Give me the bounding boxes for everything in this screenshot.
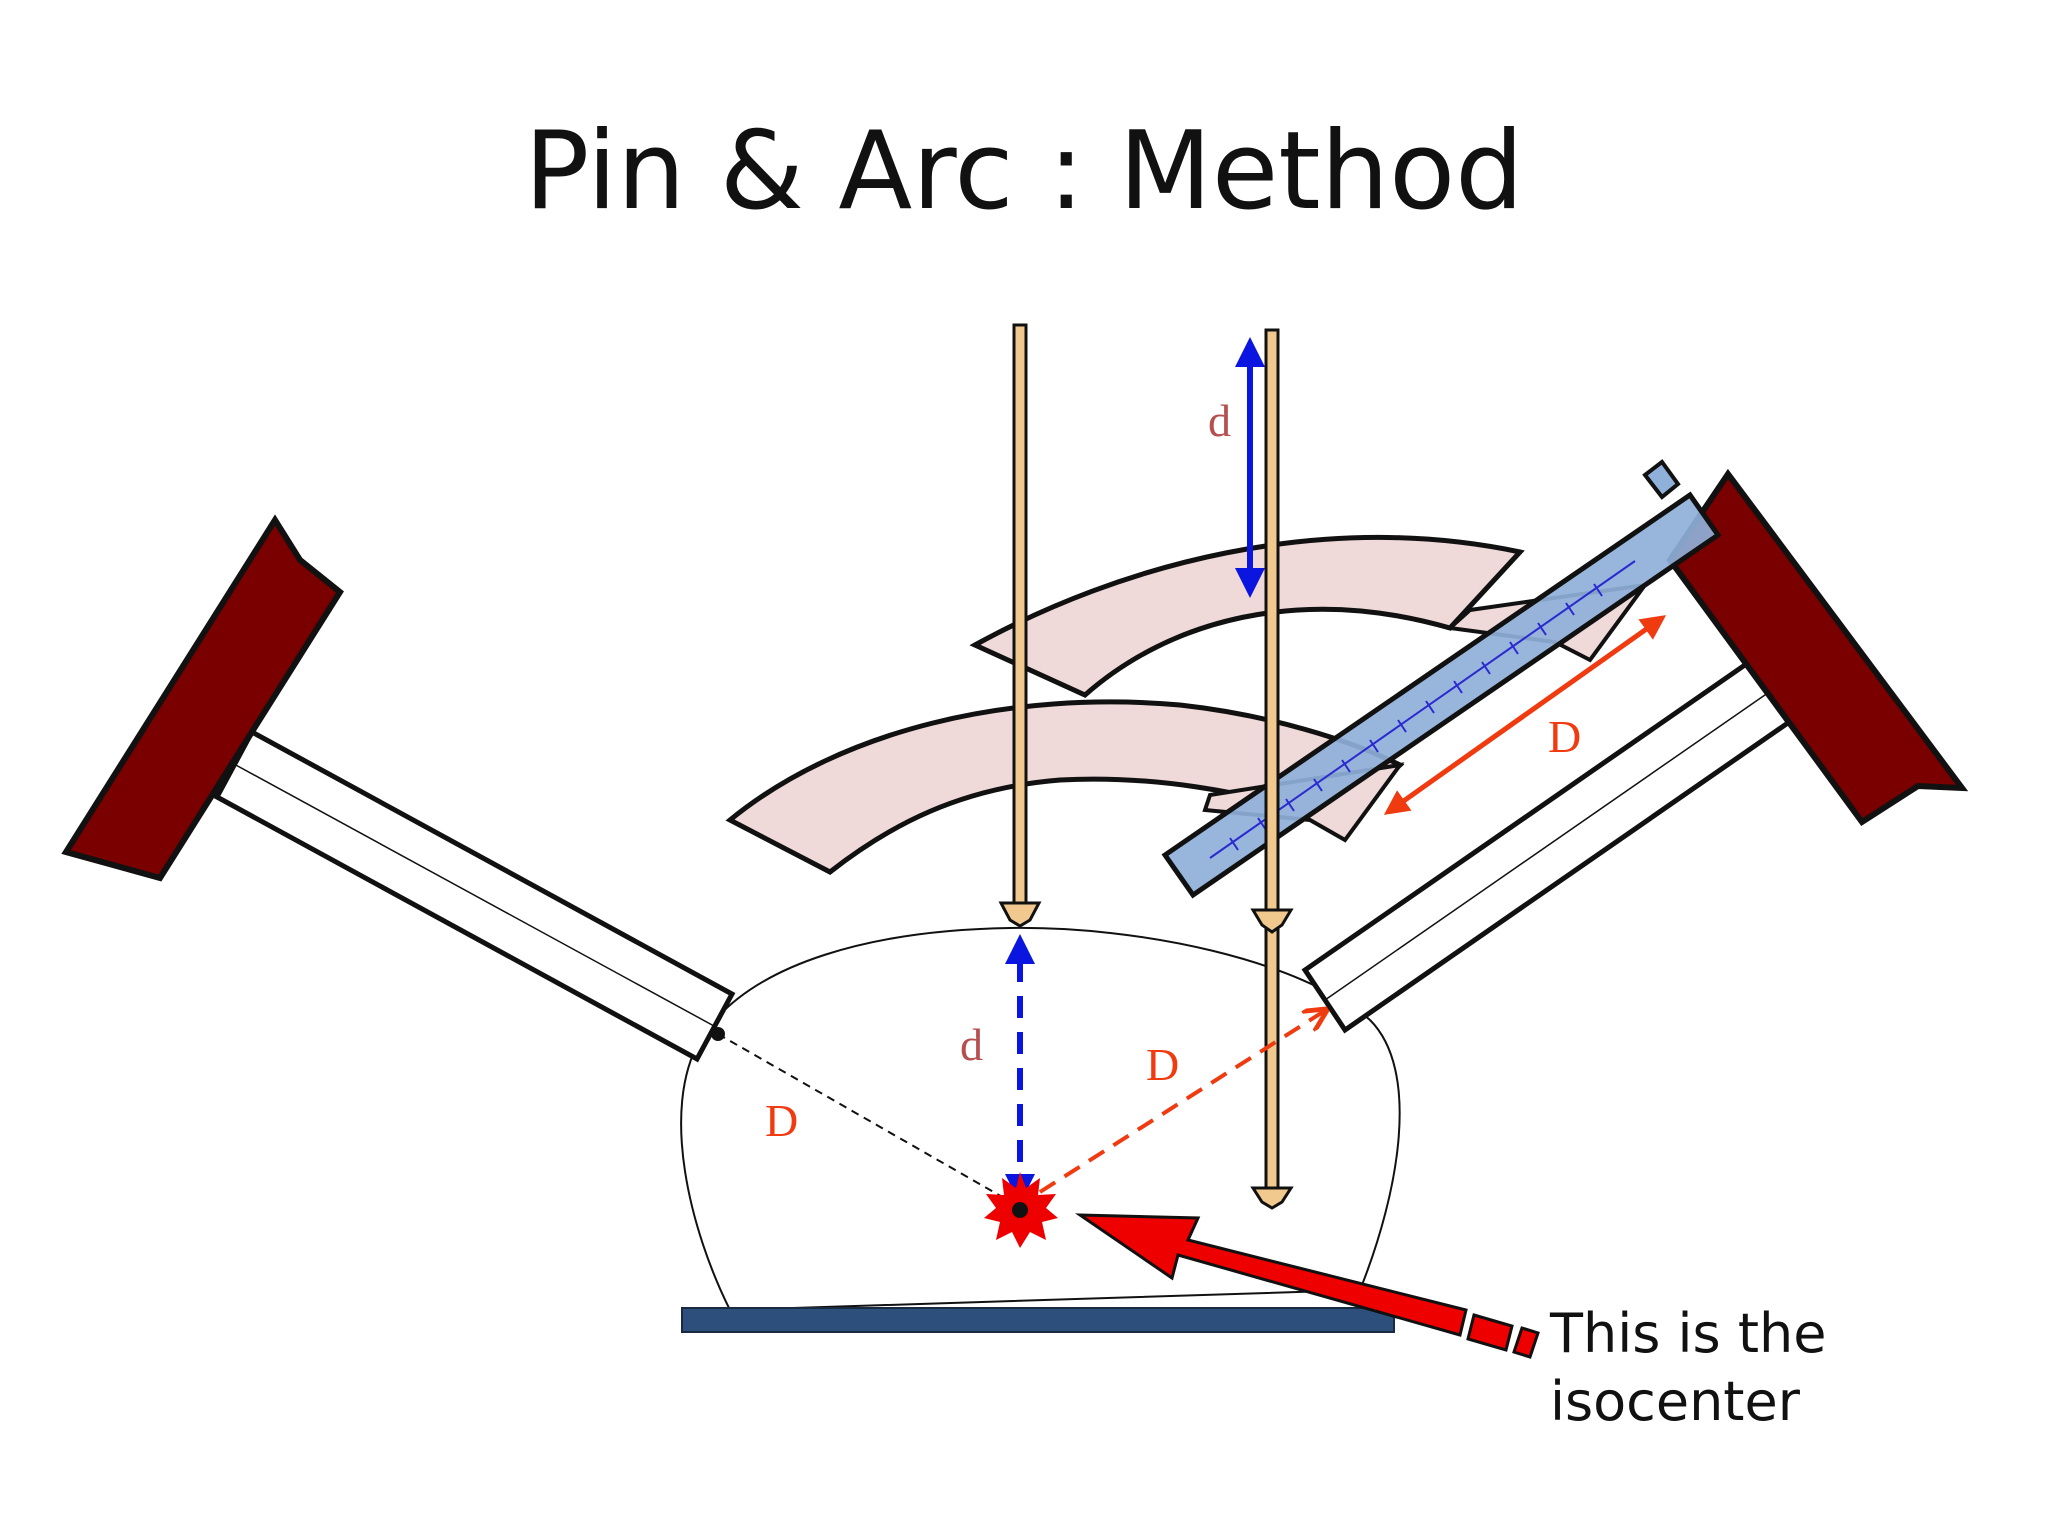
label-D-right: D — [1146, 1039, 1179, 1090]
right-pin — [1250, 328, 1294, 1210]
isocenter-caption: This is the isocenter — [1550, 1300, 1970, 1436]
D-left-line — [717, 1033, 1019, 1207]
treatment-couch — [681, 1307, 1395, 1333]
isocenter-pointer-arrow — [1074, 1213, 1540, 1359]
label-D-left: D — [765, 1095, 798, 1146]
phantom-outline — [680, 926, 1401, 1312]
caption-line-1: This is the — [1550, 1302, 1827, 1365]
left-pin — [998, 323, 1042, 928]
ruler-cap — [1642, 459, 1681, 500]
caption-line-2: isocenter — [1550, 1370, 1800, 1433]
label-D-ruler: D — [1548, 711, 1581, 762]
isocenter-marker — [984, 1172, 1058, 1248]
label-d-dashed: d — [960, 1019, 983, 1070]
label-d-top: d — [1208, 395, 1231, 446]
left-laser — [61, 514, 736, 1063]
D-arrow-ruler — [1383, 615, 1667, 815]
slide-title: Pin & Arc : Method — [524, 109, 1524, 234]
left-laser-head — [61, 514, 344, 882]
upper-arc — [969, 535, 1525, 698]
